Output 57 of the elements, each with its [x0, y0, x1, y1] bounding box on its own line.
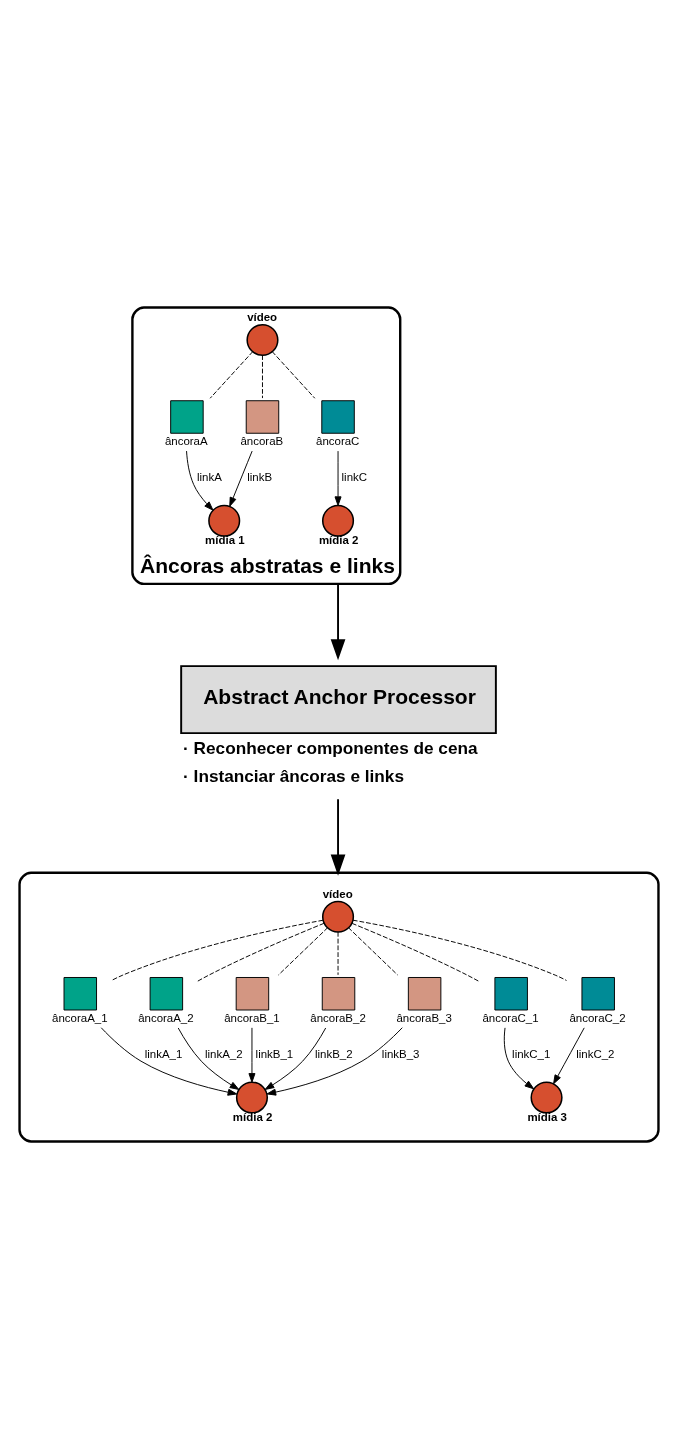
- node-label: âncoraC_2: [569, 1011, 626, 1024]
- arrow: [100, 1026, 238, 1096]
- edge-label: linkB_2: [314, 1047, 353, 1060]
- arrow: [266, 1026, 403, 1096]
- connector: [337, 931, 339, 975]
- node-circle: [246, 323, 279, 356]
- node-label: âncoraA_2: [138, 1011, 194, 1024]
- edge-label: linkC: [341, 470, 368, 483]
- arrow: [177, 1027, 240, 1090]
- connector: [278, 926, 328, 975]
- node-circle: [321, 504, 355, 537]
- connector: [348, 926, 399, 975]
- node-circle: [530, 1080, 563, 1114]
- arrow: [330, 797, 346, 876]
- arrow: [264, 1027, 327, 1090]
- node-label: âncoraB_3: [396, 1011, 452, 1024]
- connector: [262, 354, 263, 399]
- connector: [209, 350, 254, 399]
- connector: [271, 350, 316, 399]
- arrow: [186, 450, 214, 511]
- edge-label: linkA_2: [204, 1047, 243, 1060]
- arrow: [330, 582, 346, 660]
- edge-label: linkC_1: [512, 1047, 551, 1060]
- edge-label: linkA: [196, 470, 222, 483]
- arrow: [229, 450, 253, 507]
- node-label: · Instanciar âncoras e links: [183, 765, 404, 786]
- node-label: mídia 2: [318, 533, 359, 546]
- node-label: âncoraA_1: [52, 1011, 108, 1024]
- arrow: [248, 1026, 256, 1083]
- node-circle: [321, 900, 355, 933]
- node-label: vídeo: [247, 310, 278, 323]
- edge-label: linkC_2: [576, 1047, 615, 1060]
- node-label: âncoraB_1: [224, 1011, 280, 1024]
- node-circle: [208, 504, 241, 537]
- cluster: [18, 871, 660, 1143]
- node-label: mídia 3: [527, 1110, 567, 1123]
- node-label: âncoraB: [240, 434, 284, 447]
- arrow: [553, 1026, 585, 1084]
- node-circle: [235, 1080, 269, 1114]
- arrow: [503, 1026, 535, 1089]
- connector: [196, 922, 325, 982]
- node-label: âncoraC_1: [482, 1011, 539, 1024]
- node-label: vídeo: [322, 887, 353, 900]
- node-label: âncoraA: [164, 434, 208, 447]
- node-label: · Reconhecer componentes de cena: [183, 737, 478, 758]
- edge-label: linkB_1: [255, 1047, 294, 1060]
- node-label: âncoraB_2: [310, 1011, 366, 1024]
- connector: [110, 919, 324, 981]
- arrow: [334, 450, 342, 506]
- connector: [351, 922, 480, 982]
- edge-label: linkA_1: [144, 1047, 183, 1060]
- node-label: mídia 2: [232, 1110, 273, 1123]
- connector: [352, 919, 567, 981]
- edge-label: linkB: [247, 470, 273, 483]
- edge-label: linkB_3: [381, 1047, 420, 1060]
- node-label: mídia 1: [205, 533, 245, 546]
- node-label: âncoraC: [316, 434, 360, 447]
